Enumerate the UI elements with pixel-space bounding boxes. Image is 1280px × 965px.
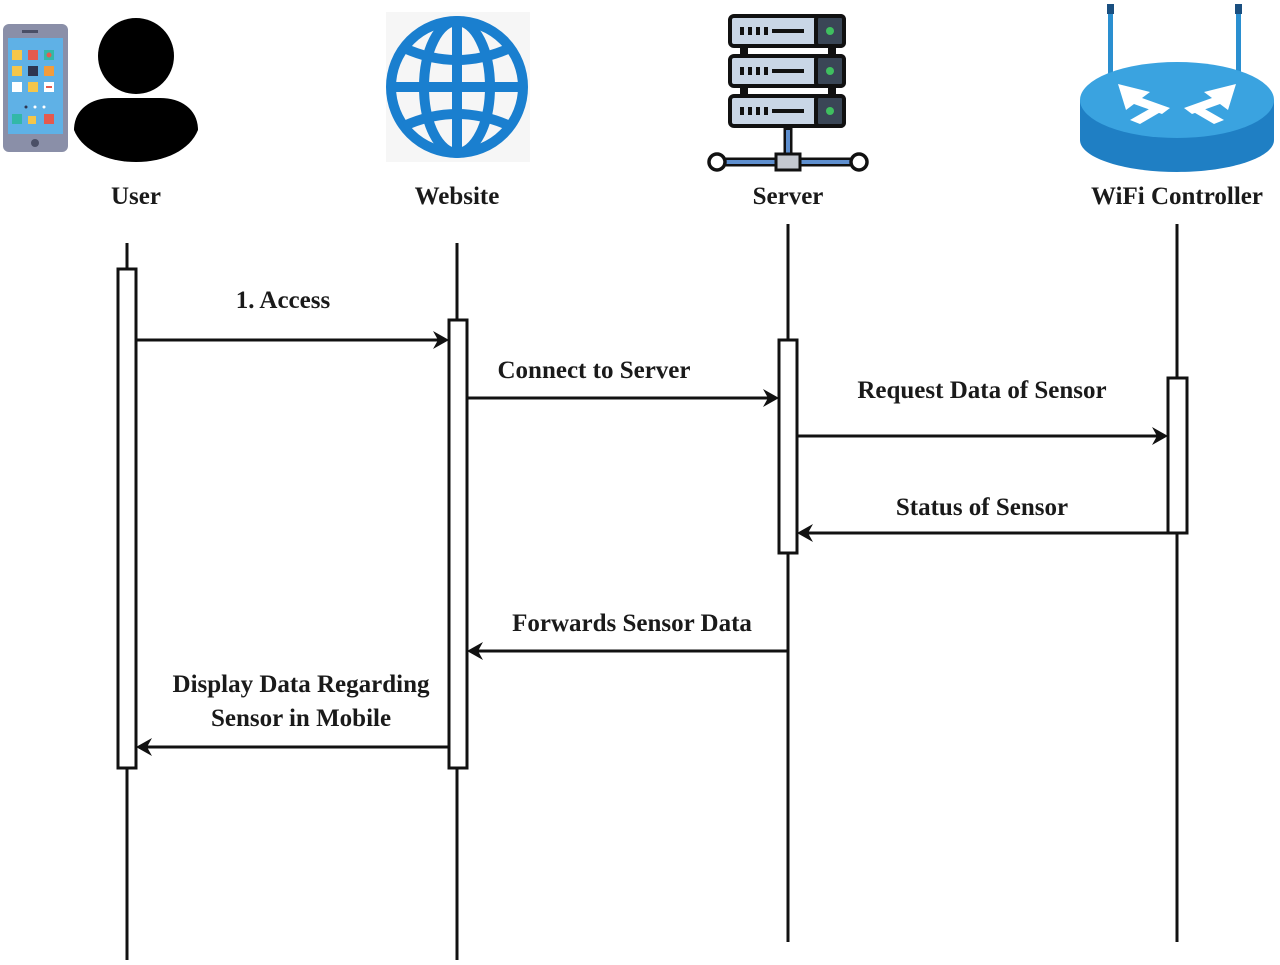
message-label: Display Data Regarding (173, 671, 430, 698)
message-connect-to-server: Connect to Server (467, 357, 779, 407)
arrowhead-icon (763, 389, 779, 407)
arrowhead-icon (1152, 427, 1168, 445)
arrowhead-icon (136, 738, 152, 756)
activation-website (447, 318, 469, 770)
message-display-data-regarding-sensor: Display Data Regarding Sensor in Mobile (136, 671, 449, 756)
message-label: Connect to Server (498, 357, 691, 384)
wifi-router-icon (1080, 4, 1274, 172)
activation-server (777, 338, 799, 555)
mobile-phone-icon (3, 24, 68, 152)
arrowhead-icon (797, 524, 813, 542)
message-label: 1. Access (236, 287, 331, 314)
message-forwards-sensor-data: Forwards Sensor Data (467, 610, 788, 660)
arrowhead-icon (467, 642, 483, 660)
participant-label-server: Server (753, 183, 824, 210)
activation-wifi-controller (1166, 376, 1189, 535)
arrowhead-icon (433, 331, 449, 349)
message-label: Forwards Sensor Data (512, 610, 752, 637)
user-silhouette-icon (74, 18, 198, 162)
globe-icon (386, 12, 530, 162)
message-label: Request Data of Sensor (857, 377, 1106, 404)
message-label: Status of Sensor (896, 494, 1068, 521)
activation-user (116, 267, 138, 770)
message-request-data-of-sensor: Request Data of Sensor (797, 377, 1168, 445)
message-status-of-sensor: Status of Sensor (797, 494, 1168, 542)
participant-label-user: User (111, 183, 161, 210)
participant-label-website: Website (415, 183, 500, 210)
server-rack-icon (707, 14, 869, 172)
message-access: 1. Access (136, 287, 449, 349)
participant-label-wifi-controller: WiFi Controller (1091, 183, 1263, 210)
message-label: Sensor in Mobile (211, 705, 391, 732)
